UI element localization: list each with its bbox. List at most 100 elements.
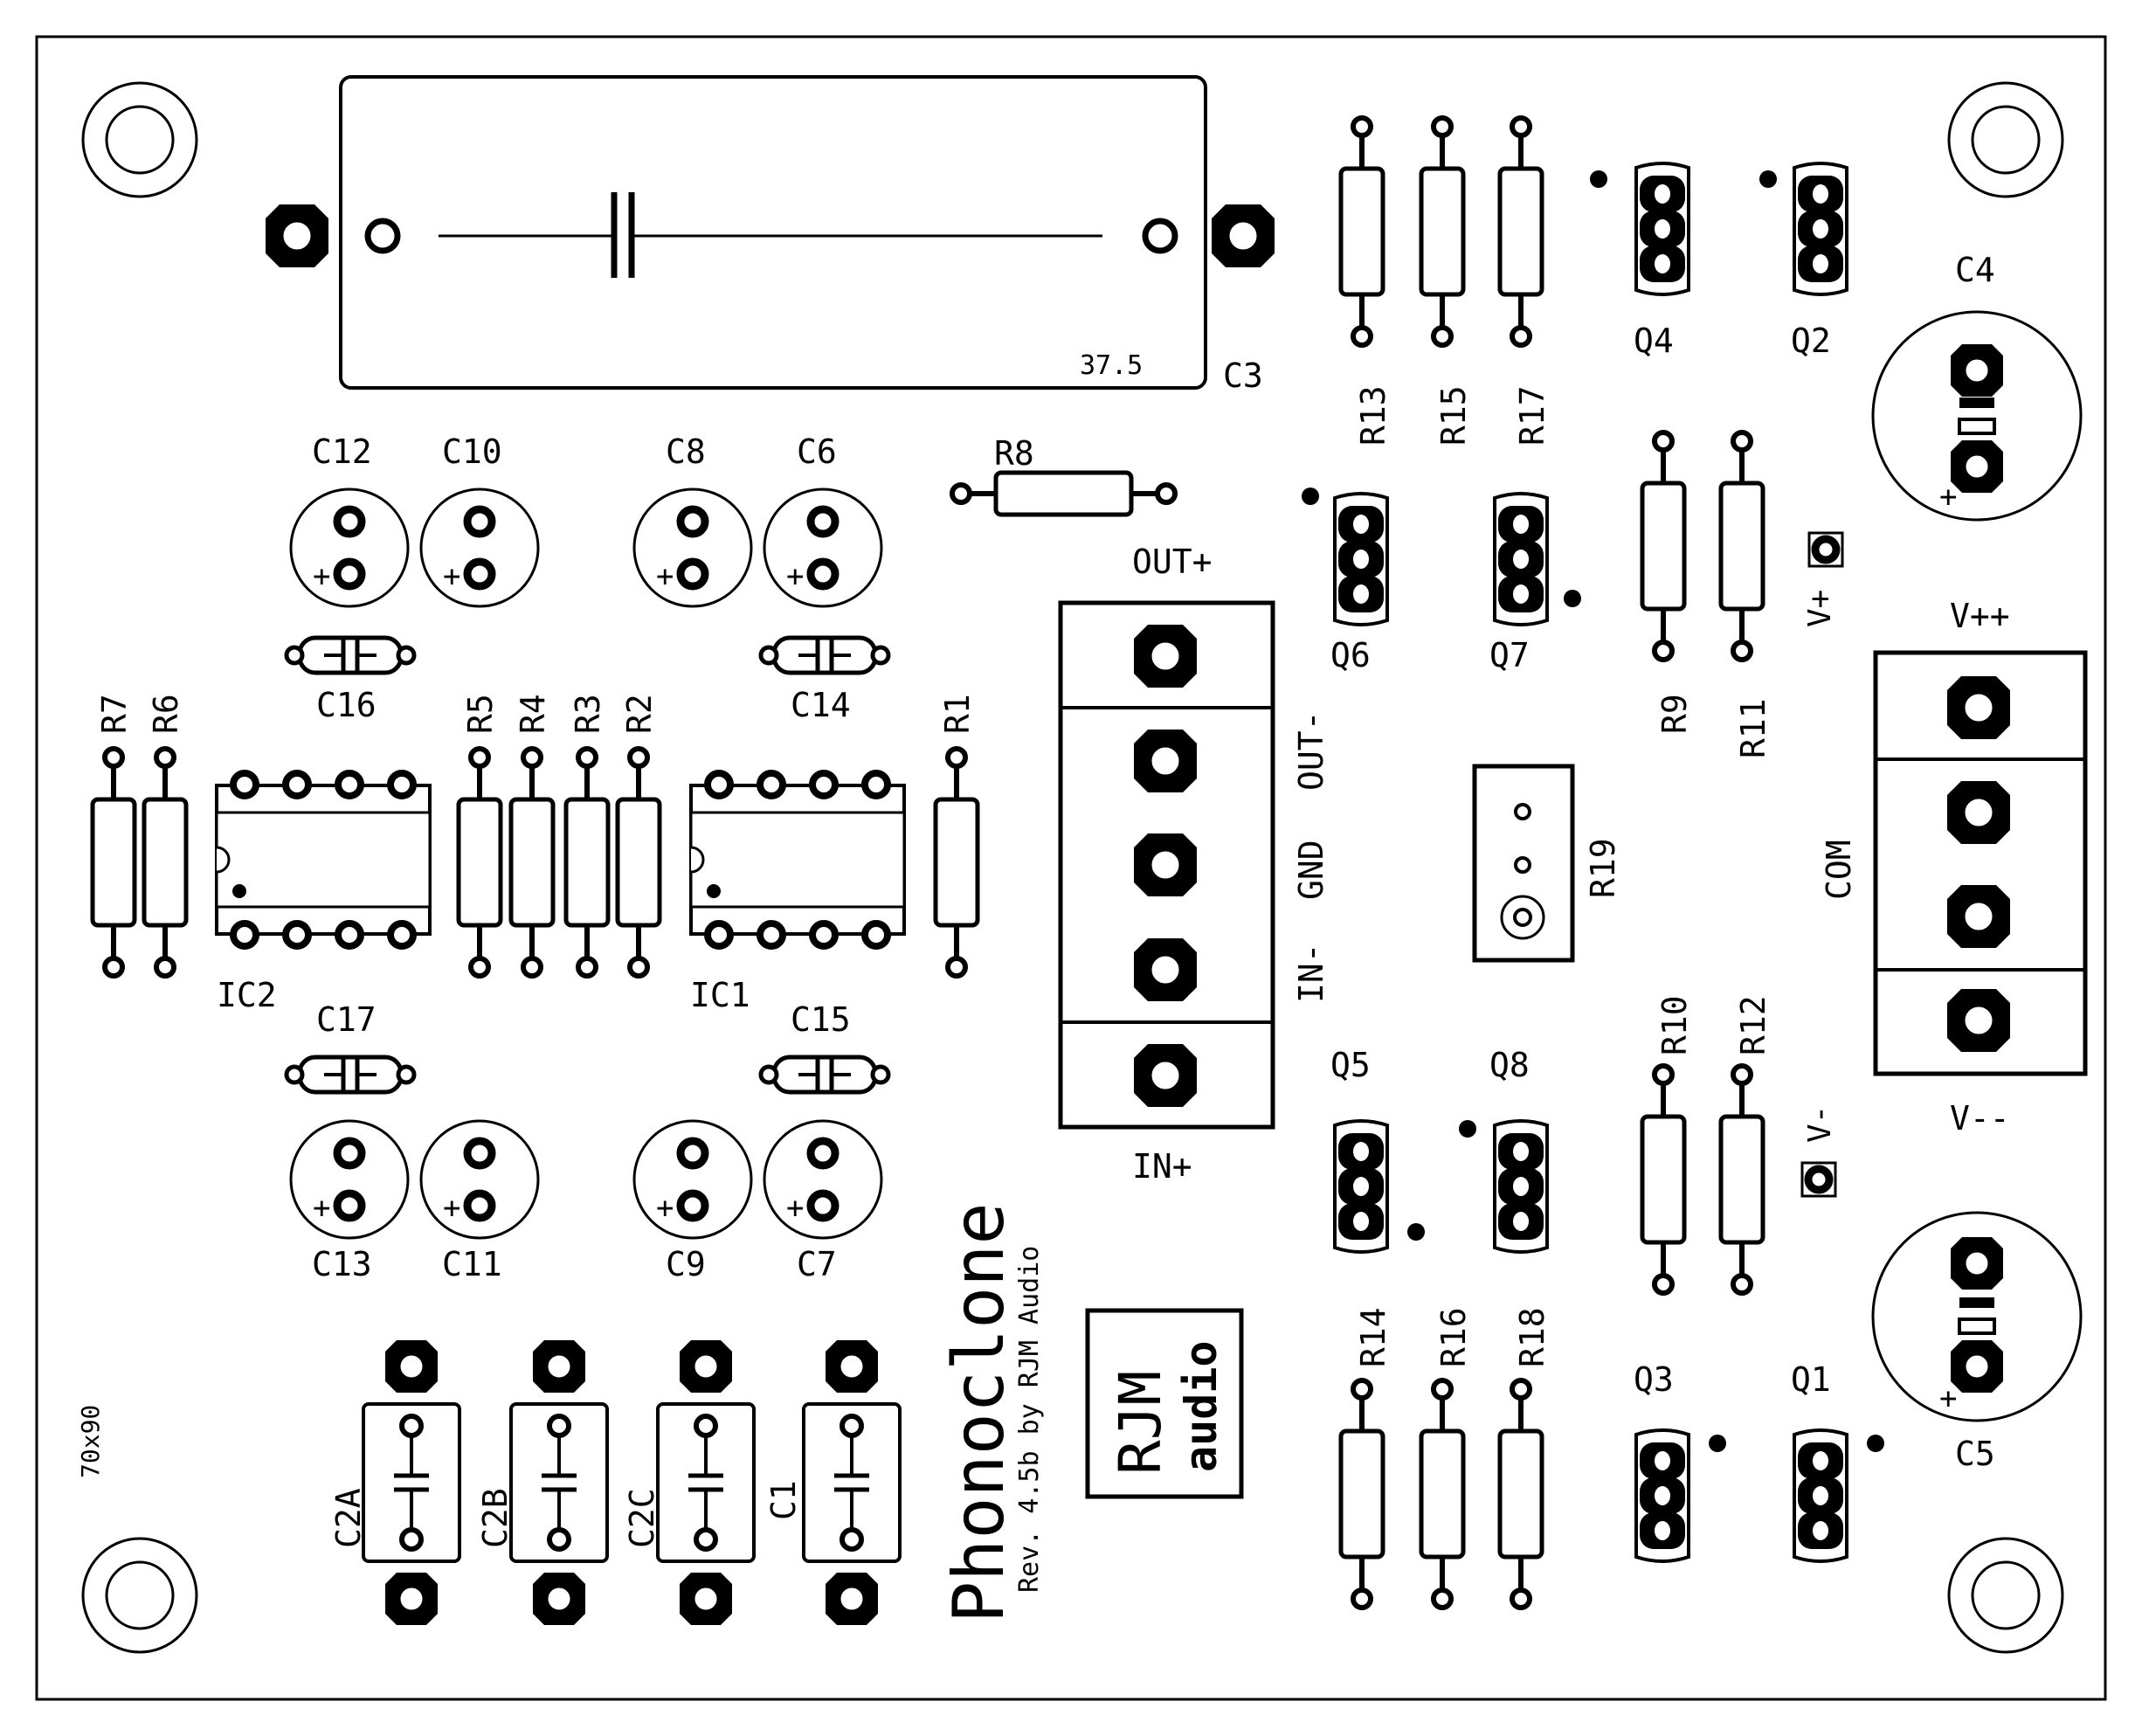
mounting-hole-bottom-right [1947, 1537, 2064, 1654]
label-c10: C10 [442, 432, 502, 471]
capacitor-c16 [287, 638, 414, 673]
label-r2: R2 [620, 694, 659, 734]
label-r3: R3 [569, 694, 607, 734]
svg-text:RJM: RJM [1107, 1371, 1174, 1475]
board-title: Phonoclone [938, 1202, 1019, 1623]
label-q1: Q1 [1791, 1360, 1831, 1399]
label-r16: R16 [1434, 1307, 1473, 1367]
label-v-plus: V+ [1802, 590, 1838, 627]
label-c6: C6 [797, 432, 837, 471]
label-q2: Q2 [1791, 322, 1831, 360]
capacitor-c17 [287, 1057, 414, 1092]
transistor-q2 [1794, 163, 1847, 294]
label-c2b: C2B [476, 1488, 515, 1548]
transistor-q8 [1495, 1121, 1547, 1252]
label-v-minus: V- [1802, 1105, 1838, 1143]
label-r18: R18 [1513, 1307, 1551, 1367]
label-c5: C5 [1955, 1435, 1995, 1473]
label-c14: C14 [791, 686, 851, 724]
label-com: COM [1820, 840, 1858, 900]
label-r4: R4 [514, 694, 552, 734]
transistor-q5 [1335, 1121, 1387, 1252]
label-c1: C1 [764, 1480, 803, 1520]
label-c2c: C2C [623, 1488, 661, 1548]
capacitor-c4: + [1871, 310, 2083, 522]
label-vpp: V++ [1950, 597, 2010, 635]
label-r13: R13 [1354, 385, 1392, 446]
label-r15: R15 [1434, 385, 1473, 446]
label-out-minus: OUT- [1292, 710, 1330, 791]
capacitor-c8 [634, 489, 751, 606]
transistor-q4 [1636, 163, 1689, 294]
c3-value-label: 37.5 [1080, 350, 1143, 381]
label-out-plus: OUT+ [1132, 543, 1213, 581]
svg-text:+: + [1939, 480, 1957, 515]
label-in-plus: IN+ [1132, 1147, 1192, 1186]
label-c12: C12 [312, 432, 372, 471]
label-c17: C17 [316, 1000, 377, 1039]
label-r17: R17 [1513, 385, 1551, 446]
capacitor-c11 [421, 1121, 538, 1238]
board-size-label: 70x90 [76, 1405, 105, 1478]
label-r5: R5 [461, 694, 500, 734]
capacitor-c7 [764, 1121, 881, 1238]
mounting-hole-bottom-left [81, 1537, 198, 1654]
ic1-dip8 [691, 773, 904, 946]
capacitor-c13 [291, 1121, 408, 1238]
mounting-hole-top-right [1947, 81, 2064, 198]
label-c15: C15 [791, 1000, 851, 1039]
label-c8: C8 [666, 432, 706, 471]
capacitor-c14 [761, 638, 888, 673]
label-c4: C4 [1955, 251, 1995, 289]
board-revision: Rev. 4.5b by RJM Audio [1014, 1246, 1045, 1593]
label-r11: R11 [1734, 698, 1772, 758]
ic2-dip8 [217, 773, 430, 946]
label-r12: R12 [1734, 995, 1772, 1055]
label-vmm: V-- [1950, 1099, 2010, 1138]
label-c7: C7 [797, 1245, 837, 1283]
svg-text:+: + [1939, 1381, 1957, 1416]
transistor-q3 [1636, 1430, 1689, 1561]
mounting-hole-top-left [81, 81, 198, 198]
label-in-minus: IN- [1292, 943, 1330, 1003]
power-terminal-block [1873, 650, 2088, 1076]
label-r7: R7 [95, 694, 134, 734]
label-q6: Q6 [1330, 636, 1371, 674]
label-gnd: GND [1292, 840, 1330, 900]
label-r9: R9 [1655, 694, 1694, 734]
label-ic2: IC2 [217, 976, 277, 1014]
label-c3: C3 [1223, 356, 1263, 395]
label-r14: R14 [1354, 1307, 1392, 1367]
label-c16: C16 [316, 686, 377, 724]
label-c2a: C2A [329, 1488, 368, 1548]
resistor-r8 [950, 470, 1178, 517]
label-r19: R19 [1584, 838, 1622, 898]
transistor-q1 [1794, 1430, 1847, 1561]
transistor-q6 [1335, 494, 1387, 625]
capacitor-c9 [634, 1121, 751, 1238]
svg-text:audio: audio [1176, 1340, 1226, 1472]
capacitor-c15 [761, 1057, 888, 1092]
label-q7: Q7 [1489, 636, 1530, 674]
capacitor-c10 [421, 489, 538, 606]
label-ic1: IC1 [690, 976, 750, 1014]
label-c11: C11 [442, 1245, 502, 1283]
transistor-q7 [1495, 494, 1547, 625]
label-q5: Q5 [1330, 1046, 1371, 1084]
label-r1: R1 [938, 694, 977, 734]
label-q3: Q3 [1634, 1360, 1674, 1399]
label-r6: R6 [147, 694, 185, 734]
trimmer-r19 [1472, 764, 1575, 963]
label-q8: Q8 [1489, 1046, 1530, 1084]
label-r8: R8 [994, 434, 1034, 473]
label-c13: C13 [312, 1245, 372, 1283]
capacitor-c5: + [1871, 1211, 2083, 1422]
capacitor-c12 [291, 489, 408, 606]
capacitor-c3: 37.5 [264, 75, 1276, 390]
label-q4: Q4 [1634, 322, 1674, 360]
io-terminal-block [1058, 600, 1275, 1130]
label-r10: R10 [1655, 995, 1694, 1055]
capacitor-c6 [764, 489, 881, 606]
label-c9: C9 [666, 1245, 706, 1283]
